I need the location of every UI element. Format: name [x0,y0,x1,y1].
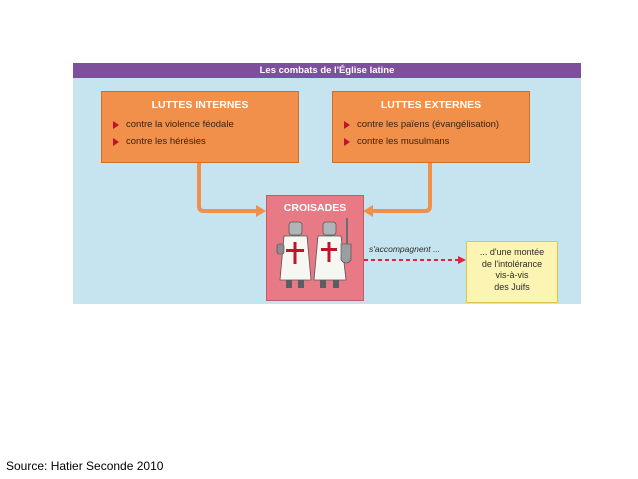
result-line: ... d'une montée [479,247,545,257]
list-item: contre les païens (évangélisation) [344,116,529,133]
internal-heading: LUTTES INTERNES [151,99,249,111]
arrow-external-to-croisades [373,162,432,213]
triangle-bullet-icon [344,138,350,146]
arrow-internal-to-croisades [197,162,256,213]
crusader-knights-illustration [276,218,352,288]
intolerance-box: ... d'une montée de l'intolérance vis-à-… [466,241,558,303]
internal-list: contre la violence féodale contre les hé… [102,116,298,150]
arrow-head-right [363,205,373,217]
connector-arrows [197,162,466,264]
source-caption: Source: Hatier Seconde 2010 [6,459,164,473]
knight-right-icon [313,218,352,288]
result-line: vis-à-vis [495,270,529,280]
external-list: contre les païens (évangélisation) contr… [333,116,529,150]
external-heading: LUTTES EXTERNES [380,99,482,111]
result-line: des Juifs [494,281,530,292]
link-label: s'accompagnent ... [369,244,441,254]
list-item: contre la violence féodale [113,116,298,133]
croisades-box: CROISADES [266,195,364,301]
knight-left-icon [276,221,312,288]
arrow-head-left [256,205,266,217]
result-line: de l'intolérance [481,258,543,269]
dashed-arrow-head [458,256,466,264]
list-item: contre les musulmans [344,133,529,150]
list-item: contre les hérésies [113,133,298,150]
triangle-bullet-icon [113,121,119,129]
internal-struggles-box: LUTTES INTERNES contre la violence féoda… [101,91,299,163]
diagram-title: Les combats de l'Église latine [73,63,581,78]
croisades-heading: CROISADES [283,202,347,214]
triangle-bullet-icon [344,121,350,129]
triangle-bullet-icon [113,138,119,146]
external-struggles-box: LUTTES EXTERNES contre les païens (évang… [332,91,530,163]
diagram: Les combats de l'Église latine LUTTES IN… [73,63,581,304]
